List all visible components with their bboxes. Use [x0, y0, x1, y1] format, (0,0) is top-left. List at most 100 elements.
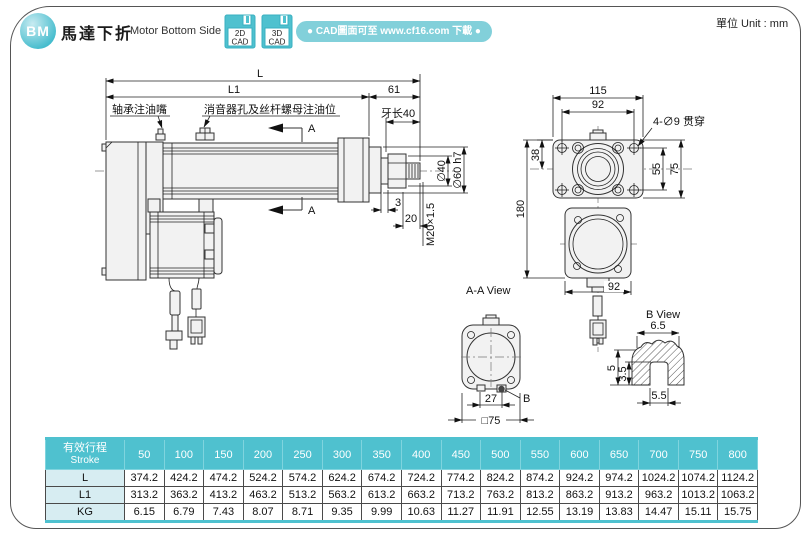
table-cell: 9.99 [361, 503, 402, 522]
svg-text:27: 27 [485, 393, 497, 405]
table-cell: 663.2 [400, 486, 442, 504]
unit-note: 單位 Unit : mm [716, 18, 789, 30]
dim-thread-length: 牙长40 [381, 107, 421, 152]
dim-92-flange: 92 [561, 99, 635, 142]
cad-2d-download-button[interactable]: 2D CAD [224, 13, 256, 49]
dim-3: 3 [371, 186, 401, 213]
floppy-disk-icon [261, 14, 293, 49]
callout-through-holes: 4-∅9 贯穿 [637, 114, 705, 147]
dim-L1: L1 [105, 84, 370, 136]
grease-nipple [155, 128, 166, 141]
svg-text:A: A [308, 123, 316, 135]
table-cell: 313.2 [124, 486, 165, 504]
stroke-col-header: 750 [677, 438, 719, 470]
svg-text:M20×1.5: M20×1.5 [425, 203, 437, 246]
table-cell: 12.55 [519, 503, 561, 522]
cad-2d-label-line2: CAD [232, 38, 249, 47]
svg-text:115: 115 [589, 85, 607, 97]
row-label: KG [45, 503, 125, 522]
table-cell: 974.2 [598, 469, 640, 487]
stroke-col-header: 350 [361, 438, 402, 470]
svg-text:∅60 h7: ∅60 h7 [452, 151, 464, 188]
muffler-label: 消音器孔及丝杆螺母注油位 [204, 102, 336, 116]
table-cell: 474.2 [203, 469, 244, 487]
svg-text:A: A [308, 205, 316, 217]
stroke-col-header: 600 [559, 438, 600, 470]
svg-text:B: B [523, 393, 530, 405]
table-cell: 1124.2 [717, 469, 758, 487]
stroke-col-header: 50 [124, 438, 165, 470]
svg-text:61: 61 [388, 84, 400, 96]
table-cell: 1013.2 [677, 486, 719, 504]
b-view-title: B View [646, 309, 680, 321]
floppy-disk-icon [224, 14, 256, 49]
table-cell: 1074.2 [677, 469, 719, 487]
table-cell: 524.2 [242, 469, 284, 487]
section-mark-a-bottom: A [268, 197, 316, 217]
table-cell: 15.11 [677, 503, 719, 522]
t-slot-section [631, 339, 685, 386]
svg-text:180: 180 [515, 200, 527, 218]
page-title-en: Motor Bottom Side [130, 25, 222, 37]
stroke-col-header: 550 [519, 438, 561, 470]
dim-m20-thread: M20×1.5 [422, 182, 437, 246]
table-cell: 574.2 [282, 469, 323, 487]
table-cell: 713.2 [440, 486, 482, 504]
dim-L: L [105, 68, 421, 161]
section-mark-a-top: A [268, 123, 316, 142]
dim-sq75: □75 [448, 393, 534, 427]
through-holes [555, 141, 641, 197]
motor-cables-side [165, 277, 206, 350]
stroke-col-header: 800 [717, 438, 758, 470]
svg-text:3.5: 3.5 [617, 366, 629, 381]
bearing-nipple-label: 轴承注油嘴 [112, 102, 167, 116]
cad-download-banner-link[interactable]: ● CAD圖面可至 www.cf16.com 下載 ● [296, 21, 492, 42]
table-cell: 374.2 [124, 469, 165, 487]
svg-text:3: 3 [395, 197, 401, 209]
table-cell: 8.71 [282, 503, 323, 522]
cad-3d-download-button[interactable]: 3D CAD [261, 13, 293, 49]
table-cell: 424.2 [163, 469, 205, 487]
muffler-fitting [195, 127, 215, 141]
cad-2d-label-line1: 2D [235, 29, 245, 38]
table-cell: 774.2 [440, 469, 482, 487]
table-cell: 11.27 [440, 503, 482, 522]
table-cell: 963.2 [638, 486, 679, 504]
stroke-col-header: 650 [598, 438, 640, 470]
row-label: L [45, 469, 125, 487]
table-cell: 624.2 [321, 469, 363, 487]
table-cell: 11.91 [480, 503, 521, 522]
dim-pilot-dia-60: ∅60 h7 [383, 146, 468, 194]
dim-3-5: 3.5 [617, 361, 651, 386]
table-cell: 913.2 [598, 486, 640, 504]
stroke-header-en: Stroke [70, 455, 100, 467]
stroke-header-cell: 有效行程 Stroke [45, 438, 125, 470]
stroke-col-header: 700 [638, 438, 679, 470]
dim-75: 75 [643, 139, 685, 199]
flange-bolts [572, 142, 624, 196]
table-cell: 14.47 [638, 503, 679, 522]
svg-text:牙长40: 牙长40 [381, 107, 415, 120]
stroke-col-header: 200 [242, 438, 284, 470]
dim-115: 115 [552, 85, 644, 137]
svg-text:38: 38 [530, 149, 542, 161]
svg-text:L1: L1 [228, 84, 240, 96]
aa-view: A-A View 27 [448, 285, 534, 427]
svg-text:□75: □75 [482, 415, 501, 427]
front-view: 115 92 4-∅9 贯穿 38 55 [515, 85, 705, 352]
stroke-col-header: 400 [400, 438, 442, 470]
svg-text:6.5: 6.5 [650, 320, 665, 332]
dim-5-5: 5.5 [637, 388, 681, 406]
dim-27: 27 [467, 392, 515, 408]
dim-label-bg [476, 413, 506, 426]
row-label: L1 [45, 486, 125, 504]
table-cell: 874.2 [519, 469, 561, 487]
motor-cable-front [589, 295, 607, 346]
table-cell: 563.2 [321, 486, 363, 504]
